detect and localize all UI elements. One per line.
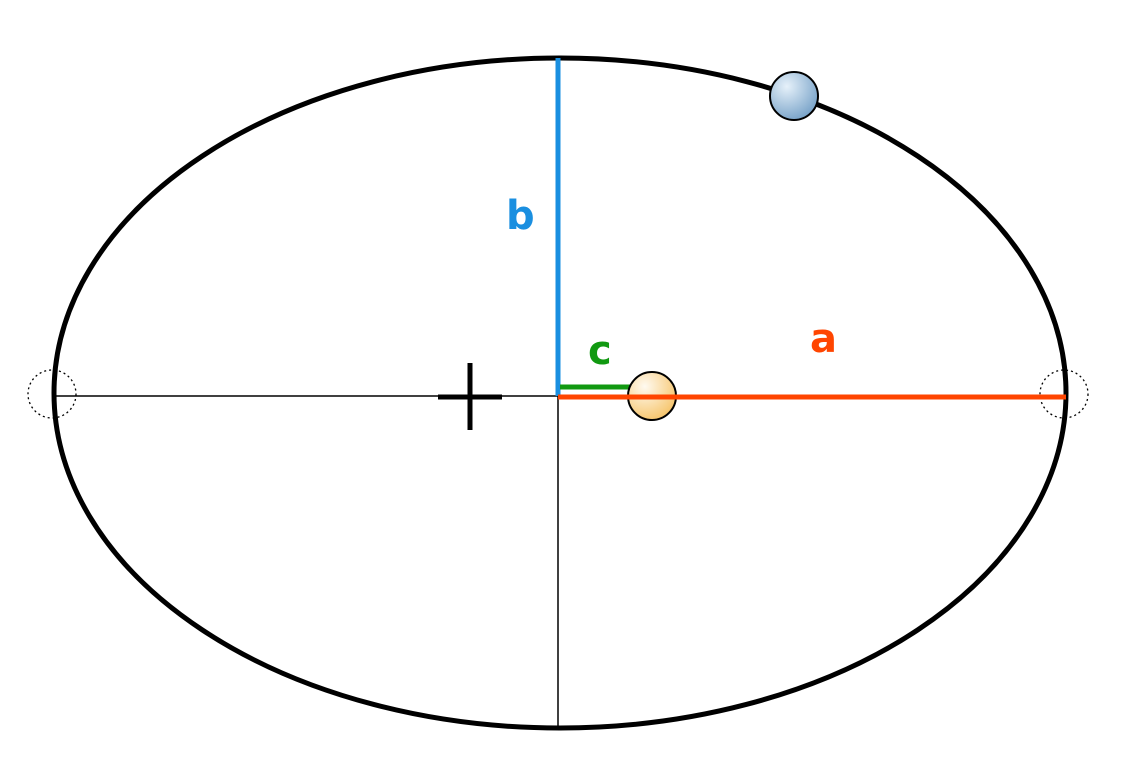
perihelion-marker (1039, 369, 1089, 419)
empty-focus-cross-icon (438, 363, 502, 430)
label-c: c (588, 328, 612, 374)
label-b: b (506, 193, 535, 239)
aphelion-marker (27, 369, 77, 419)
planet (769, 71, 819, 121)
label-a: a (810, 316, 837, 362)
